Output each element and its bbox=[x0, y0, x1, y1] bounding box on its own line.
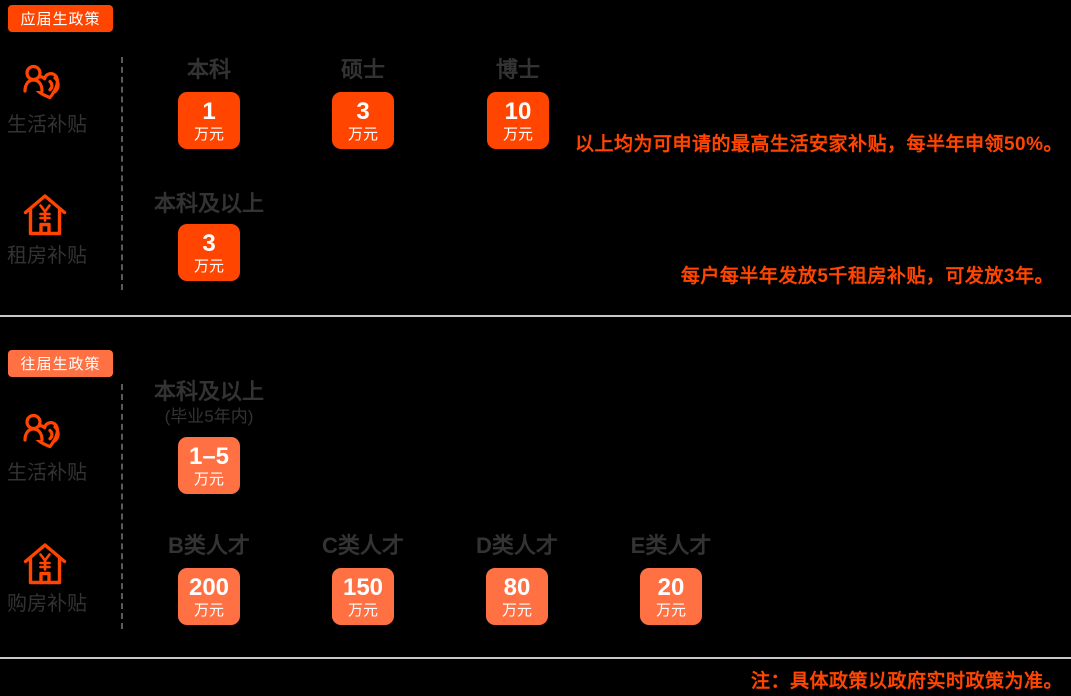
column-header: 硕士 bbox=[340, 57, 385, 82]
subsidy-unit: 万元 bbox=[193, 125, 224, 143]
people-care-icon bbox=[21, 60, 69, 108]
subsidy-amount: 3 bbox=[356, 97, 370, 125]
degree-column-bachelor: 本科 1 万元 bbox=[147, 56, 271, 149]
subsidy-amount: 200 bbox=[188, 573, 230, 601]
column-subheader: (毕业5年内) bbox=[164, 407, 254, 426]
value-box: 20 万元 bbox=[640, 568, 702, 625]
degree-column-phd: 博士 10 万元 bbox=[456, 56, 580, 149]
value-box: 200 万元 bbox=[178, 568, 240, 625]
talent-column-d: D类人才 80 万元 bbox=[455, 532, 579, 625]
value-box: 1 万元 bbox=[178, 92, 240, 149]
value-box: 3 万元 bbox=[178, 224, 240, 281]
row-label-living-subsidy: 生活补贴 bbox=[7, 114, 87, 136]
living-subsidy-note: 以上均为可申请的最高生活安家补贴，每半年申领50%。 bbox=[574, 134, 1063, 155]
subsidy-amount: 20 bbox=[657, 573, 685, 601]
footer-disclaimer-note: 注：具体政策以政府实时政策为准。 bbox=[750, 671, 1063, 692]
rent-subsidy-note: 每户每半年发放5千租房补贴，可发放3年。 bbox=[680, 266, 1054, 287]
talent-column-c: C类人才 150 万元 bbox=[301, 532, 425, 625]
value-box: 80 万元 bbox=[486, 568, 548, 625]
subsidy-amount: 150 bbox=[342, 573, 384, 601]
subsidy-amount: 80 bbox=[503, 573, 531, 601]
footer-divider bbox=[0, 657, 1071, 659]
talent-column-e: E类人才 20 万元 bbox=[609, 532, 733, 625]
subsidy-amount: 1–5 bbox=[188, 442, 230, 470]
subsidy-unit: 万元 bbox=[655, 601, 686, 619]
section-divider bbox=[0, 315, 1071, 317]
house-yuan-icon bbox=[21, 191, 69, 239]
talent-column-b: B类人才 200 万元 bbox=[147, 532, 271, 625]
subsidy-amount: 3 bbox=[202, 229, 216, 257]
subsidy-unit: 万元 bbox=[501, 601, 532, 619]
column-header: 本科及以上 bbox=[153, 379, 264, 404]
section2-dashed-separator bbox=[121, 384, 123, 629]
subsidy-unit: 万元 bbox=[347, 125, 378, 143]
column-header: 本科及以上 bbox=[153, 191, 264, 216]
value-box: 1–5 万元 bbox=[178, 437, 240, 494]
column-bachelor-above-5yr: 本科及以上 (毕业5年内) 1–5 万元 bbox=[147, 379, 271, 494]
row-label-house-purchase-subsidy: 购房补贴 bbox=[7, 593, 87, 615]
section1-dashed-separator bbox=[121, 57, 123, 290]
column-header: B类人才 bbox=[168, 533, 250, 558]
subsidy-unit: 万元 bbox=[193, 470, 224, 488]
degree-column-master: 硕士 3 万元 bbox=[301, 56, 425, 149]
people-care-icon bbox=[21, 409, 69, 457]
column-header: D类人才 bbox=[476, 533, 558, 558]
row-label-living-subsidy: 生活补贴 bbox=[7, 462, 87, 484]
subsidy-unit: 万元 bbox=[193, 601, 224, 619]
section-badge-previous-graduates: 往届生政策 bbox=[8, 350, 113, 377]
column-header: 本科 bbox=[186, 57, 231, 82]
value-box: 150 万元 bbox=[332, 568, 394, 625]
column-header: 博士 bbox=[495, 57, 540, 82]
rent-column-bachelor-above: 本科及以上 3 万元 bbox=[147, 190, 271, 281]
subsidy-unit: 万元 bbox=[347, 601, 378, 619]
column-header: C类人才 bbox=[322, 533, 404, 558]
subsidy-unit: 万元 bbox=[193, 257, 224, 275]
section-badge-fresh-graduates: 应届生政策 bbox=[8, 5, 113, 32]
subsidy-amount: 1 bbox=[202, 97, 216, 125]
subsidy-unit: 万元 bbox=[502, 125, 533, 143]
value-box: 3 万元 bbox=[332, 92, 394, 149]
subsidy-amount: 10 bbox=[504, 97, 532, 125]
column-header: E类人才 bbox=[630, 533, 712, 558]
row-label-rent-subsidy: 租房补贴 bbox=[7, 245, 87, 267]
house-yuan-icon bbox=[21, 540, 69, 588]
value-box: 10 万元 bbox=[487, 92, 549, 149]
